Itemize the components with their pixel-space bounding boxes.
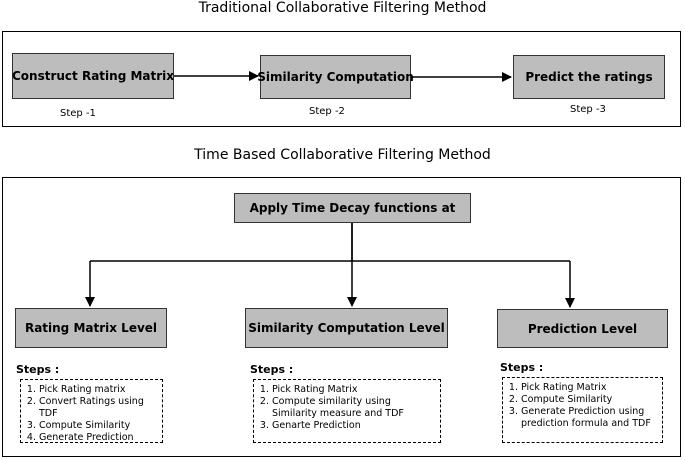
prediction-level-box: Prediction Level [497,309,668,348]
traditional-frame [2,31,681,127]
list-item: Generate Prediction using prediction for… [521,406,656,430]
list-item: Pick Rating Matrix [521,382,656,394]
list-item: Genarte Prediction [272,420,434,432]
list-item: Pick Rating Matrix [272,384,434,396]
rating-matrix-steps-box: Pick Rating matrix Convert Ratings using… [20,379,163,443]
construct-rating-matrix-box: Construct Rating Matrix [12,53,174,99]
step-1-label: Step -1 [60,108,96,119]
steps-heading-similarity: Steps : [250,363,294,376]
apply-time-decay-box: Apply Time Decay functions at [234,193,471,223]
similarity-steps-box: Pick Rating Matrix Compute similarity us… [253,379,441,443]
list-item: Compute Similarity [39,420,156,432]
steps-heading-prediction: Steps : [500,361,544,374]
predict-ratings-box: Predict the ratings [513,55,665,99]
rating-matrix-level-box: Rating Matrix Level [15,308,167,348]
list-item: Convert Ratings using TDF [39,396,156,420]
traditional-title: Traditional Collaborative Filtering Meth… [198,0,487,16]
step-3-label: Step -3 [570,104,606,115]
prediction-steps-box: Pick Rating Matrix Compute Similarity Ge… [502,377,663,443]
list-item: Compute Similarity [521,394,656,406]
step-2-label: Step -2 [309,106,345,117]
list-item: Pick Rating matrix [39,384,156,396]
similarity-computation-level-box: Similarity Computation Level [245,308,448,348]
list-item: Generate Prediction [39,432,156,444]
time-based-frame [2,177,681,457]
similarity-computation-box: Similarity Computation [257,55,414,99]
steps-heading-rating-matrix: Steps : [16,363,60,376]
list-item: Compute similarity using Similarity meas… [272,396,434,420]
time-based-title: Time Based Collaborative Filtering Metho… [194,147,491,163]
